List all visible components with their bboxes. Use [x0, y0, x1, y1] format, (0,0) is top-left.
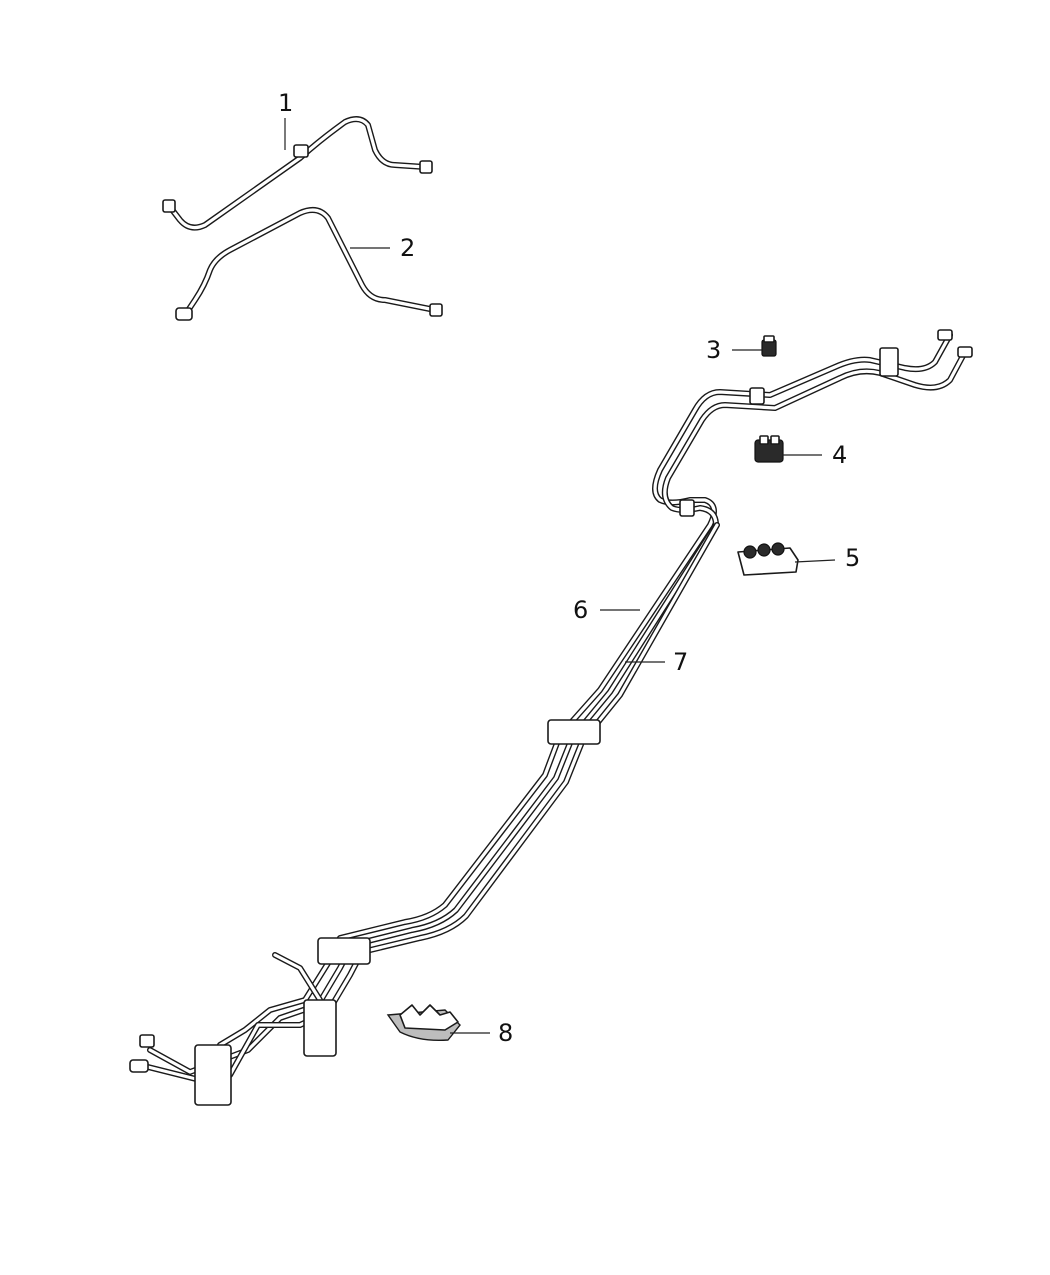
callout-1: 1: [278, 89, 293, 117]
callout-4: 4: [832, 441, 847, 469]
tube-end-fitting: [129, 1059, 149, 1073]
callout-6: 6: [573, 596, 588, 624]
clip-part-8: [386, 1004, 461, 1042]
tube-end-fitting: [429, 303, 443, 317]
bundle-clip: [317, 937, 371, 965]
tube-end-fitting: [175, 307, 193, 321]
tube-end-fitting: [139, 1034, 155, 1048]
callout-2: 2: [400, 234, 415, 262]
tube-end-fitting: [957, 346, 973, 358]
clip-part-5: [737, 542, 799, 576]
leader-line: [794, 559, 836, 563]
bundle-clip: [879, 347, 899, 377]
callout-8: 8: [498, 1019, 513, 1047]
tube-clip: [293, 144, 309, 158]
tube-end-fitting: [419, 160, 433, 174]
clip-part-4: [754, 435, 784, 463]
bundle-clip: [194, 1044, 232, 1106]
tube-part-1: [162, 116, 433, 231]
callout-7: 7: [673, 648, 688, 676]
clip-part-3: [761, 335, 777, 357]
tube-end-fitting: [937, 329, 953, 341]
tube-bundle-parts-6-7: [129, 329, 973, 1106]
bundle-clip: [547, 719, 601, 745]
tube-end-fitting: [162, 199, 176, 213]
bundle-clip: [679, 499, 695, 517]
leader-lines: [284, 118, 836, 1034]
bundle-clip: [303, 999, 337, 1057]
bundle-clip: [749, 387, 765, 405]
callout-3: 3: [706, 336, 721, 364]
tube-part-2: [175, 206, 443, 321]
callout-5: 5: [845, 544, 860, 572]
